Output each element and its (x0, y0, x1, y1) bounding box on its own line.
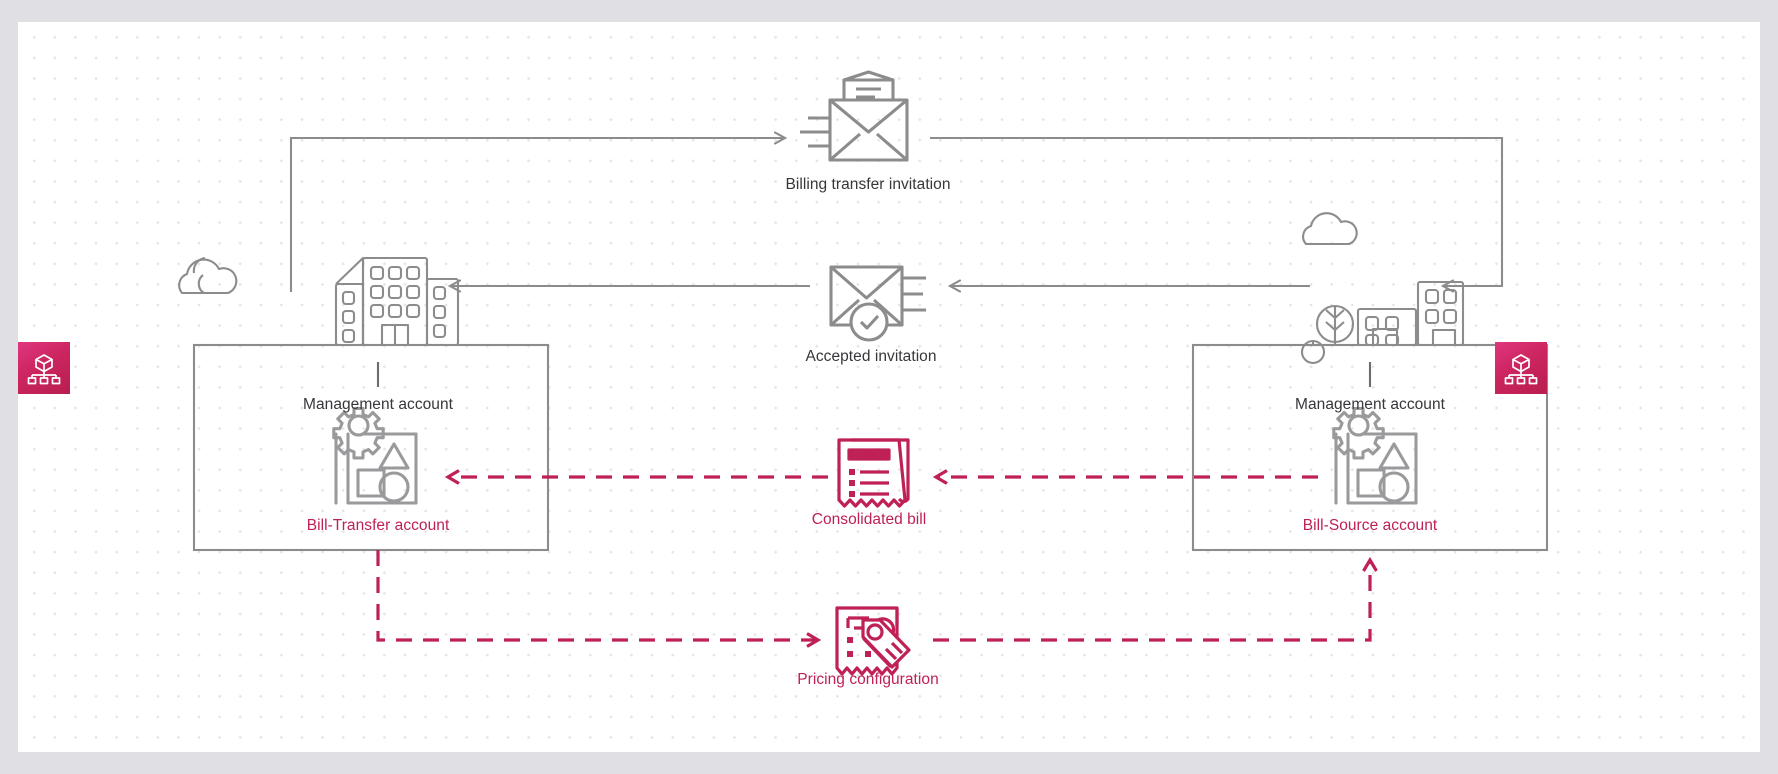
diagram-canvas: Management account Bill-Transfer account… (18, 22, 1760, 752)
flow-pricing-from-transfer (376, 550, 818, 640)
receipt-stack-icon (837, 438, 910, 508)
receipt-price-tag-icon (835, 606, 911, 676)
left-organizations-badge[interactable] (18, 342, 70, 394)
diagram-graphics (178, 70, 1549, 676)
flow-pricing-to-source (933, 560, 1370, 642)
right-management-account-label: Management account (1295, 396, 1445, 413)
right-account-label: Bill-Source account (1302, 517, 1438, 534)
envelope-accepted-check-icon (829, 265, 926, 342)
flow-invitation-sent (289, 138, 785, 292)
account-settings-icon-left (332, 406, 418, 505)
accepted-invitation-label: Accepted invitation (805, 348, 937, 365)
billing-transfer-invitation-label: Billing transfer invitation (785, 176, 951, 193)
right-organizations-badge[interactable] (1495, 342, 1547, 394)
organizations-icon (27, 354, 61, 385)
envelope-outgoing-icon (800, 70, 909, 162)
buildings-icon-left (334, 256, 460, 347)
pricing-configuration-label: Pricing configuration (797, 671, 939, 688)
cloud-icon-right (1302, 212, 1358, 246)
consolidated-bill-label: Consolidated bill (811, 511, 927, 528)
account-settings-icon-right (1332, 406, 1418, 505)
organizations-icon (1504, 354, 1538, 385)
left-management-account-label: Management account (303, 396, 453, 413)
flow-invitation-delivered (930, 136, 1504, 286)
trees-icon-right (1300, 304, 1355, 365)
buildings-icon-right (1356, 280, 1465, 347)
left-account-label: Bill-Transfer account (306, 517, 450, 534)
cloud-icon-left (178, 256, 238, 295)
